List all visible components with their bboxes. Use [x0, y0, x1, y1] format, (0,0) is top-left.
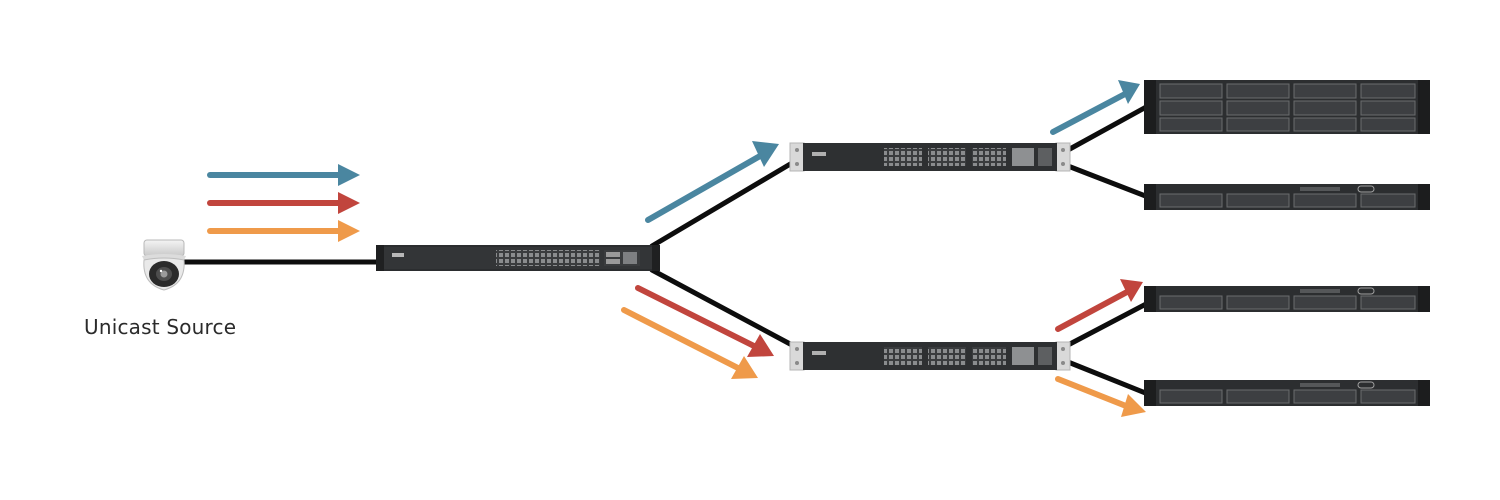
stream-arrow-blue-to-server-1 [1050, 80, 1140, 135]
link-core-to-dist-bottom [649, 267, 795, 348]
edge-streams [1050, 80, 1146, 417]
stream-arrow-orange [207, 220, 360, 242]
links [179, 103, 1151, 397]
source-label: Unicast Source [84, 315, 237, 339]
link-core-to-dist-top [649, 160, 795, 249]
stream-arrow-blue [207, 164, 360, 186]
rack-server-1-icon [1144, 80, 1430, 134]
rack-server-4-icon [1144, 380, 1430, 406]
stream-arrow-red-to-bottom [635, 285, 774, 357]
stream-arrow-orange-to-bottom [621, 307, 758, 379]
link-dist-bottom-to-server-4 [1065, 359, 1151, 397]
distribution-switch-bottom-icon [789, 341, 1071, 371]
rack-server-3-icon [1144, 286, 1430, 312]
stream-arrow-orange-to-server-4 [1055, 376, 1146, 417]
rack-server-2-icon [1144, 184, 1430, 210]
core-switch-icon [376, 245, 660, 271]
link-dist-top-to-server-1 [1065, 103, 1151, 153]
core-streams [621, 141, 779, 379]
link-dist-bottom-to-server-3 [1065, 300, 1151, 348]
stream-arrow-red [207, 192, 360, 214]
stream-arrow-red-to-server-3 [1055, 279, 1143, 332]
stream-arrow-blue-to-top [645, 141, 779, 223]
link-dist-top-to-server-2 [1065, 163, 1151, 200]
distribution-switch-top-icon [789, 142, 1071, 172]
source-streams [207, 164, 360, 242]
dome-camera-icon [142, 239, 186, 291]
